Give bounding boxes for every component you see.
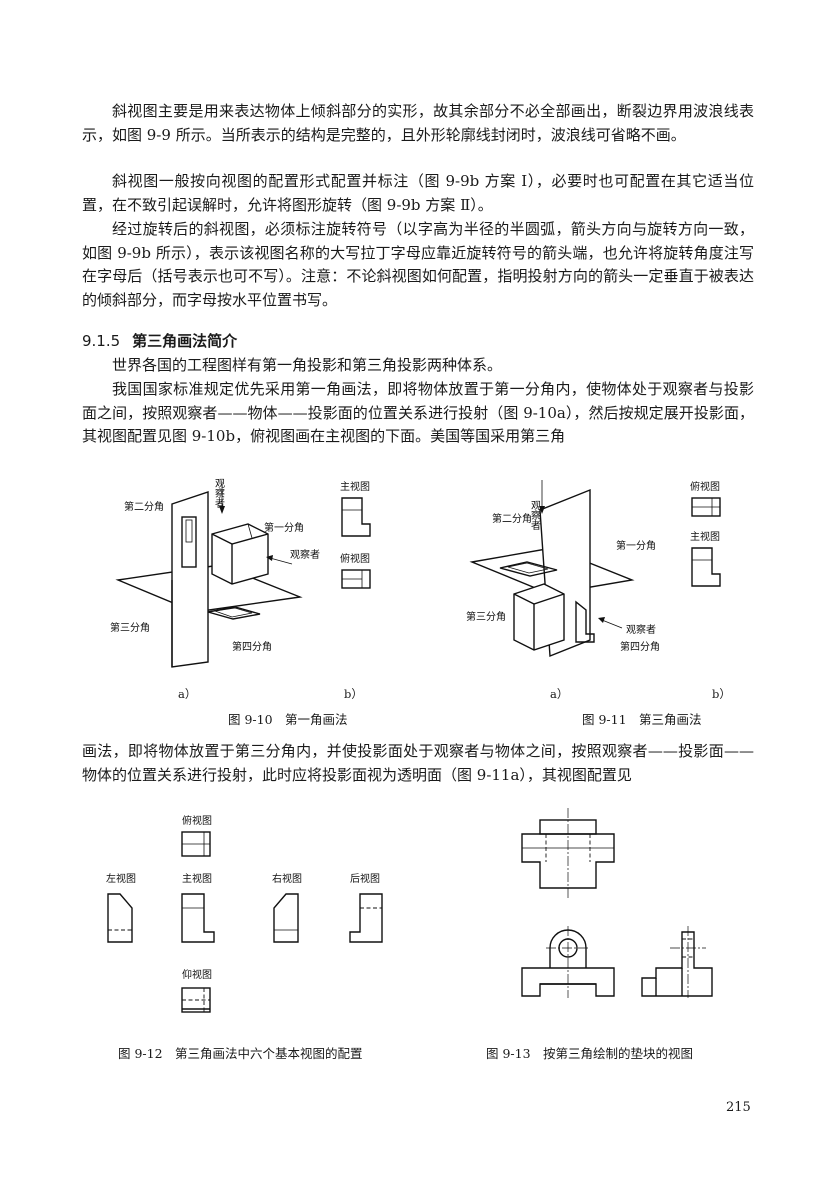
- figure-9-11: 观察者 第二分角 第一分角 第三分角 观察者 第四分角 俯视图 主视图: [466, 480, 721, 658]
- label-q2: 第二分角: [492, 512, 532, 525]
- section-number: 9.1.5: [82, 332, 121, 350]
- page-number: 215: [726, 1100, 751, 1115]
- label-q4: 第四分角: [620, 640, 660, 653]
- vertical-plane: [171, 491, 209, 668]
- front-view-drawing: [181, 893, 215, 943]
- fig913-caption: 图 9-13 按第三角绘制的垫块的视图: [486, 1046, 694, 1061]
- object-block: [513, 583, 565, 651]
- label-right: 右视图: [272, 872, 302, 885]
- label-front: 主视图: [182, 872, 212, 885]
- top-view-drawing: [521, 833, 615, 889]
- front-view-drawing: [341, 497, 371, 537]
- figure-9-13: [521, 808, 713, 998]
- fig911-sub-a: a）: [550, 687, 569, 701]
- right-view-drawing: [273, 893, 299, 943]
- label-observer-top: 观察者: [213, 478, 225, 509]
- rear-view-drawing: [349, 893, 383, 943]
- label-top-view: 俯视图: [690, 480, 720, 493]
- label-q3: 第三分角: [466, 610, 506, 623]
- section-heading: 9.1.5 第三角画法简介: [82, 330, 237, 352]
- label-top: 俯视图: [182, 814, 212, 827]
- horizontal-plane: [115, 564, 303, 613]
- left-view-drawing: [107, 893, 133, 943]
- figure-9-12: 俯视图 左视图 主视图 右视图 后视图 仰视图: [106, 814, 383, 1013]
- paragraph-3: 经过旋转后的斜视图，必须标注旋转符号（以字高为半径的半圆弧，箭头方向与旋转方向一…: [82, 220, 754, 309]
- paragraph-4: 世界各国的工程图样有第一角投影和第三角投影两种体系。: [112, 356, 503, 374]
- paragraph-6: 画法，即将物体放置于第三分角内，并使投影面处于观察者与物体之间，按照观察者——投…: [82, 742, 754, 784]
- side-view-drawing: [641, 931, 713, 997]
- label-left: 左视图: [106, 872, 136, 885]
- label-front-view: 主视图: [690, 530, 720, 543]
- paragraph-2: 斜视图一般按向视图的配置形式配置并标注（图 9-9b 方案 Ⅰ），必要时也可配置…: [82, 172, 754, 214]
- fig912-caption: 图 9-12 第三角画法中六个基本视图的配置: [118, 1046, 363, 1061]
- object-block: [211, 523, 269, 585]
- section-title: 第三角画法简介: [132, 332, 238, 350]
- fig910-sub-b: b）: [344, 687, 363, 701]
- label-observer-top: 观察者: [529, 500, 541, 531]
- front-view-drawing: [691, 547, 721, 587]
- label-q3: 第三分角: [110, 621, 150, 634]
- label-rear: 后视图: [350, 872, 380, 885]
- label-q1: 第一分角: [616, 539, 656, 552]
- label-front-view: 主视图: [340, 480, 370, 493]
- label-q2: 第二分角: [124, 500, 164, 513]
- label-bottom: 仰视图: [182, 968, 212, 981]
- label-q1: 第一分角: [264, 521, 304, 534]
- paragraph-1: 斜视图主要是用来表达物体上倾斜部分的实形，故其余部分不必全部画出，断裂边界用波浪…: [82, 102, 754, 144]
- fig910-sub-a: a）: [178, 687, 197, 701]
- fig911-caption: 图 9-11 第三角画法: [582, 712, 702, 727]
- label-top-view: 俯视图: [340, 552, 370, 565]
- horizontal-plane: [469, 547, 635, 595]
- label-observer-side: 观察者: [290, 548, 320, 561]
- figure-9-10: 观察者 第二分角 第一分角 观察者 第三分角 第四分角 主视图 俯视图: [110, 478, 371, 668]
- label-observer-side: 观察者: [626, 623, 656, 636]
- fig910-caption: 图 9-10 第一角画法: [228, 712, 348, 727]
- fig911-sub-b: b）: [712, 687, 731, 701]
- paragraph-5: 我国国家标准规定优先采用第一角画法，即将物体放置于第一分角内，使物体处于观察者与…: [82, 380, 754, 445]
- label-q4: 第四分角: [232, 640, 272, 653]
